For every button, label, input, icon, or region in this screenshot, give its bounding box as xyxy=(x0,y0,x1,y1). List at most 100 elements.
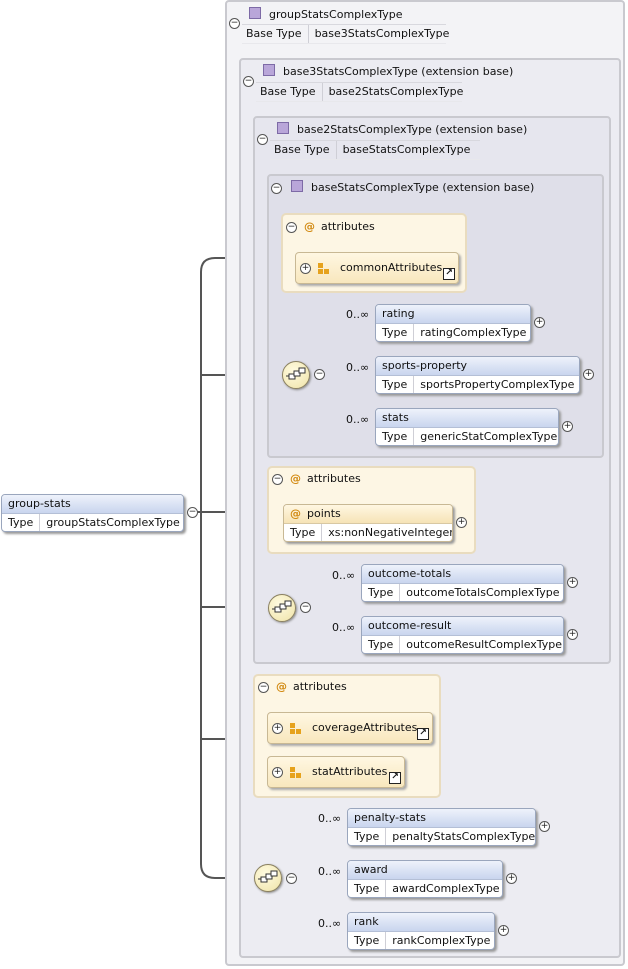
expand-toggle-rank[interactable]: + xyxy=(498,925,509,936)
attributes-header-2: @attributes xyxy=(290,470,361,488)
base-type-label: Base Type xyxy=(256,83,323,101)
element-name: award xyxy=(348,861,502,880)
collapse-toggle-type2[interactable]: − xyxy=(243,76,254,87)
collapse-toggle-type3[interactable]: − xyxy=(257,134,268,145)
attribute-group-icon xyxy=(290,767,302,779)
complex-type-icon xyxy=(249,7,261,19)
reference-link-icon[interactable]: ↗ xyxy=(417,728,429,740)
complex-type-icon xyxy=(291,180,303,192)
attr-group-ref-coverage[interactable]: + coverageAttributes ↗ xyxy=(267,712,433,744)
multiplicity-outcome-totals: 0..∞ xyxy=(332,569,356,582)
multiplicity-penalty-stats: 0..∞ xyxy=(318,812,342,825)
attribute-group-icon xyxy=(290,723,302,735)
expand-toggle-stat[interactable]: + xyxy=(272,767,283,778)
element-name: sports-property xyxy=(376,357,579,376)
type-value: awardComplexType xyxy=(392,882,500,895)
base-type-value: baseStatsComplexType xyxy=(342,143,471,156)
element-rating[interactable]: rating Type ratingComplexType xyxy=(375,304,531,342)
type-name-t2: base3StatsComplexType (extension base) xyxy=(283,65,514,78)
type-value: outcomeTotalsComplexType xyxy=(406,586,560,599)
expand-toggle-points[interactable]: + xyxy=(456,517,467,528)
expand-toggle-stats[interactable]: + xyxy=(562,421,573,432)
attribute-icon: @ xyxy=(290,507,301,520)
reference-link-icon[interactable]: ↗ xyxy=(389,772,401,784)
type-header-t3: base2StatsComplexType (extension base) xyxy=(277,120,527,140)
type-value: ratingComplexType xyxy=(420,326,527,339)
expand-toggle-coverage[interactable]: + xyxy=(272,723,283,734)
collapse-toggle-type4[interactable]: − xyxy=(271,183,282,194)
sequence-compositor-icon[interactable] xyxy=(268,594,296,622)
type-name-t3: base2StatsComplexType (extension base) xyxy=(297,123,528,136)
attribute-icon: @ xyxy=(276,680,287,693)
type-value: outcomeResultComplexType xyxy=(406,638,563,651)
type-label: Type xyxy=(362,584,401,601)
multiplicity-sports-property: 0..∞ xyxy=(346,361,370,374)
collapse-toggle-root[interactable]: − xyxy=(187,507,198,518)
type-name-t1: groupStatsComplexType xyxy=(269,8,403,21)
collapse-toggle-attrs3[interactable]: − xyxy=(258,682,269,693)
attributes-label: attributes xyxy=(321,220,375,233)
attributes-header-1: @attributes xyxy=(304,218,375,236)
element-name: stats xyxy=(376,409,558,428)
type-value: xs:nonNegativeInteger xyxy=(328,526,453,539)
attr-group-name: statAttributes xyxy=(312,765,388,778)
element-name: outcome-totals xyxy=(362,565,563,584)
element-name: penalty-stats xyxy=(348,809,535,828)
complex-type-icon xyxy=(277,122,289,134)
collapse-toggle-attrs1[interactable]: − xyxy=(286,222,297,233)
element-name: group-stats xyxy=(2,495,183,514)
base-type-value: base3StatsComplexType xyxy=(314,27,450,40)
base-type-value: base2StatsComplexType xyxy=(328,85,464,98)
attr-group-ref-stat[interactable]: + statAttributes ↗ xyxy=(267,756,405,788)
expand-toggle-rating[interactable]: + xyxy=(534,317,545,328)
expand-toggle-outcome-result[interactable]: + xyxy=(567,629,578,640)
type-value: penaltyStatsComplexType xyxy=(392,830,536,843)
type-value: sportsPropertyComplexType xyxy=(420,378,575,391)
multiplicity-rank: 0..∞ xyxy=(318,917,342,930)
expand-toggle-sports-property[interactable]: + xyxy=(583,369,594,380)
collapse-toggle-attrs2[interactable]: − xyxy=(272,474,283,485)
collapse-toggle-seq3[interactable]: − xyxy=(286,873,297,884)
element-name: outcome-result xyxy=(362,617,563,636)
type-label: Type xyxy=(376,324,415,341)
attributes-label: attributes xyxy=(293,680,347,693)
attr-group-name: commonAttributes xyxy=(340,261,443,274)
attr-group-ref-common[interactable]: + commonAttributes ↗ xyxy=(295,252,459,284)
expand-toggle-common[interactable]: + xyxy=(300,263,311,274)
element-name: rating xyxy=(376,305,530,324)
type-header-t4: baseStatsComplexType (extension base) xyxy=(291,178,534,198)
type-value: groupStatsComplexType xyxy=(46,516,180,529)
reference-link-icon[interactable]: ↗ xyxy=(443,268,455,280)
expand-toggle-penalty-stats[interactable]: + xyxy=(539,821,550,832)
sequence-compositor-icon[interactable] xyxy=(282,361,310,389)
type-label: Type xyxy=(348,932,387,949)
attributes-header-3: @ attributes xyxy=(276,678,347,696)
multiplicity-award: 0..∞ xyxy=(318,865,342,878)
type-value: rankComplexType xyxy=(392,934,491,947)
type-label: Type xyxy=(376,428,415,445)
type-name-t4: baseStatsComplexType (extension base) xyxy=(311,181,535,194)
collapse-toggle-type1[interactable]: − xyxy=(229,18,240,29)
expand-toggle-award[interactable]: + xyxy=(506,873,517,884)
base-type-row-t2: Base Type base2StatsComplexType xyxy=(256,82,463,102)
base-type-label: Base Type xyxy=(242,25,309,43)
attributes-label: attributes xyxy=(307,472,361,485)
element-outcome-totals[interactable]: outcome-totals Type outcomeTotalsComplexT… xyxy=(361,564,564,602)
collapse-toggle-seq1[interactable]: − xyxy=(314,369,325,380)
collapse-toggle-seq2[interactable]: − xyxy=(300,602,311,613)
multiplicity-outcome-result: 0..∞ xyxy=(332,621,356,634)
multiplicity-stats: 0..∞ xyxy=(346,413,370,426)
expand-toggle-outcome-totals[interactable]: + xyxy=(567,577,578,588)
sequence-compositor-icon[interactable] xyxy=(254,864,282,892)
attribute-group-icon xyxy=(318,263,330,275)
type-header-t2: base3StatsComplexType (extension base) xyxy=(263,62,513,82)
